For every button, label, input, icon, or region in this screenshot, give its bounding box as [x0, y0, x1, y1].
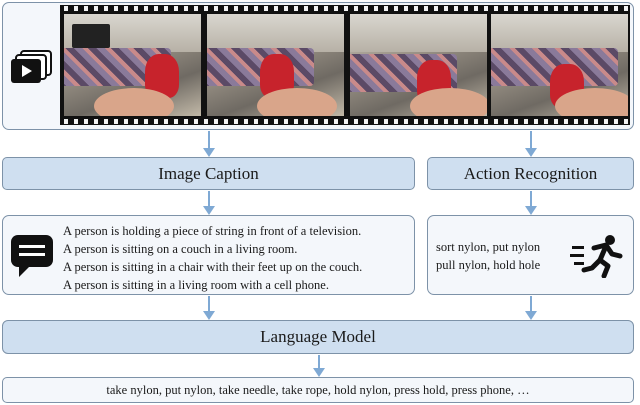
arrow-video-to-caption — [203, 131, 215, 157]
arrow-action-header-to-panel — [525, 191, 537, 215]
video-stack-icon — [9, 49, 53, 89]
arrow-action-to-lm — [525, 296, 537, 320]
arrow-caption-to-lm — [203, 296, 215, 320]
image-caption-panel: A person is holding a piece of string in… — [2, 215, 415, 295]
action-lines: sort nylon, put nylon pull nylon, hold h… — [436, 238, 540, 274]
arrow-caption-header-to-panel — [203, 191, 215, 215]
video-frame-3 — [350, 14, 487, 116]
action-recognition-panel: sort nylon, put nylon pull nylon, hold h… — [427, 215, 634, 295]
video-panel — [2, 2, 634, 130]
caption-lines: A person is holding a piece of string in… — [63, 222, 362, 294]
video-frame-2 — [207, 14, 344, 116]
language-model-box: Language Model — [2, 320, 634, 354]
video-frame-4 — [491, 14, 628, 116]
arrow-video-to-action — [525, 131, 537, 157]
action-line: sort nylon, put nylon — [436, 240, 541, 254]
caption-line: A person is holding a piece of string in… — [63, 224, 362, 238]
action-recognition-title: Action Recognition — [463, 163, 598, 183]
film-strip — [60, 5, 630, 125]
running-person-icon — [570, 234, 624, 279]
action-recognition-header: Action Recognition — [427, 157, 634, 190]
chat-bubble-icon — [9, 233, 55, 279]
language-model-title: Language Model — [260, 327, 376, 346]
image-caption-title: Image Caption — [158, 163, 259, 183]
caption-line: A person is sitting in a living room wit… — [63, 278, 329, 292]
arrow-lm-to-output — [313, 355, 325, 377]
output-sequence: take nylon, put nylon, take needle, take… — [2, 377, 634, 403]
video-frame-1 — [64, 14, 201, 116]
image-caption-header: Image Caption — [2, 157, 415, 190]
output-text: take nylon, put nylon, take needle, take… — [106, 382, 530, 397]
caption-line: A person is sitting in a chair with thei… — [63, 260, 363, 274]
action-line: pull nylon, hold hole — [436, 258, 541, 272]
caption-line: A person is sitting on a couch in a livi… — [63, 242, 298, 256]
